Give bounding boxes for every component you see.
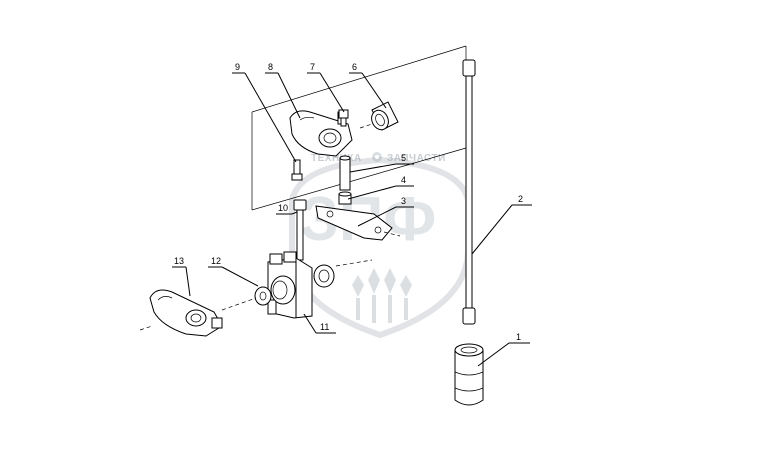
leader-lines: [172, 72, 532, 367]
stud: [291, 159, 303, 181]
washer: [338, 191, 352, 205]
callout-12: 12: [211, 256, 221, 266]
callout-6: 6: [352, 62, 357, 72]
callout-1: 1: [516, 332, 521, 342]
upper-assembly-plane: [251, 45, 467, 211]
callout-10: 10: [278, 203, 288, 213]
callout-13: 13: [174, 256, 184, 266]
push-rod: [462, 59, 476, 325]
watermark-caption-right: ЗАПЧАСТИ: [387, 153, 446, 164]
bracket: [315, 205, 393, 241]
center-lines: [139, 123, 401, 331]
watermark-caption-left: ТЕХНИКА: [311, 153, 362, 164]
upper-rocker-arm: [289, 110, 353, 157]
callout-9: 9: [235, 62, 240, 72]
tappet: [454, 343, 484, 406]
rocker-bushing: [371, 101, 399, 131]
callout-numbers: 1 2 3 4 5 6 7 8 9 10 11 12 13: [174, 62, 523, 342]
callout-8: 8: [268, 62, 273, 72]
callout-7: 7: [310, 62, 315, 72]
watermark-logo: ЗПФ ТЕХНИКА ЗАПЧАСТИ: [289, 152, 471, 339]
watermark-gear-icon: [372, 152, 382, 162]
watermark-wheat-icon: [352, 268, 412, 323]
callout-2: 2: [518, 194, 523, 204]
callout-3: 3: [401, 196, 406, 206]
adjusting-screw: [338, 109, 349, 127]
roller: [254, 275, 296, 306]
lower-rocker-arm: [149, 289, 223, 337]
callout-5: 5: [401, 153, 406, 163]
rocker-shaft-stub: [339, 155, 351, 191]
callout-11: 11: [320, 322, 329, 332]
callout-4: 4: [401, 175, 406, 185]
long-bolt: [293, 199, 307, 261]
